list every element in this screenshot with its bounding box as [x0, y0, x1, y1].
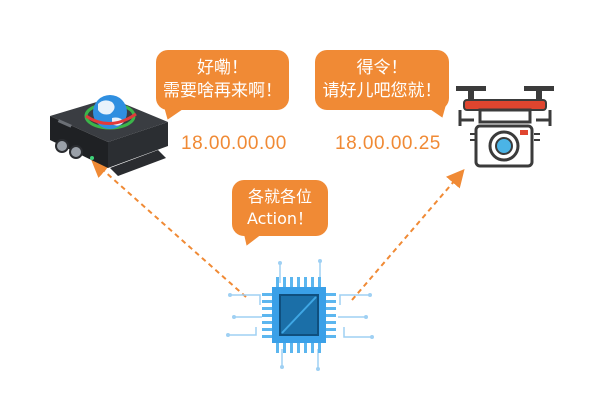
arrow-chip-to-encoder [91, 159, 247, 298]
network-encoder-device-icon [50, 95, 168, 176]
center-bubble-line2: Action！ [246, 209, 314, 228]
right-bubble-line2: 请好儿吧您就！ [322, 81, 442, 101]
left-bubble-line1: 好嘞！ [197, 58, 248, 78]
processor-chip-icon [226, 259, 374, 371]
left-timestamp: 18.00.00.00 [181, 133, 287, 154]
arrow-chip-to-drone [351, 168, 465, 301]
center-bubble-line1: 各就各位 [247, 187, 312, 206]
center-speech-bubble: 各就各位 Action！ [232, 180, 328, 236]
left-bubble-line2: 需要啥再来啊！ [163, 81, 282, 101]
right-speech-bubble: 得令！ 请好儿吧您就！ [315, 50, 449, 110]
left-speech-bubble: 好嘞！ 需要啥再来啊！ [156, 50, 289, 110]
right-bubble-line1: 得令！ [356, 58, 408, 78]
drone-camera-icon [456, 86, 554, 168]
right-timestamp: 18.00.00.25 [335, 133, 441, 154]
